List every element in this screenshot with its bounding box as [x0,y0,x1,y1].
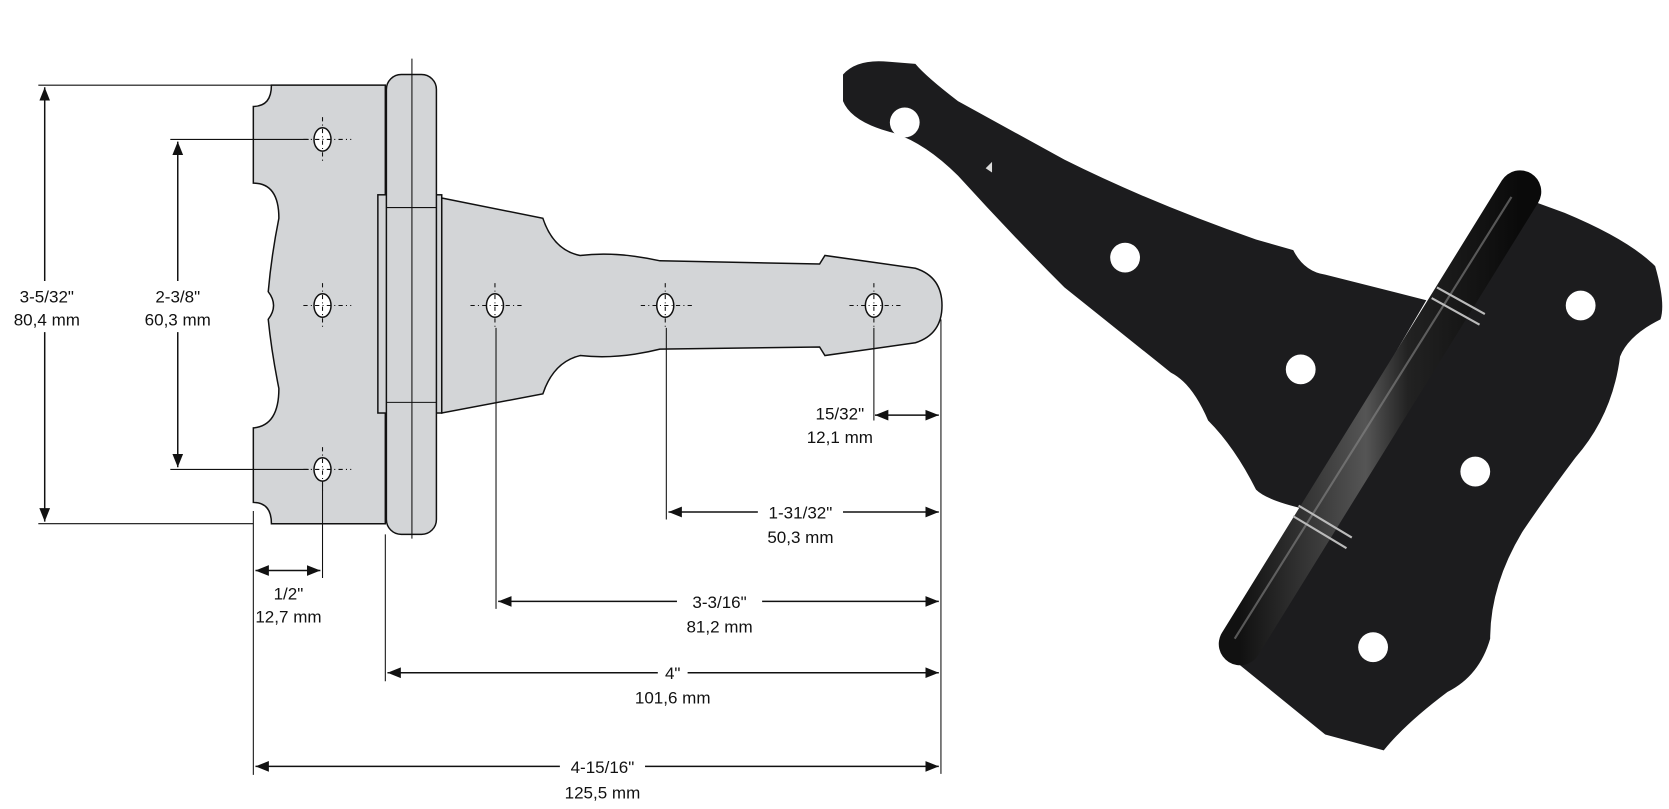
leaf-edge-hole-metric: 12,7 mm [255,608,321,627]
mounting-holes [303,117,901,492]
tip-first-hole-imperial: 3-3/16" [692,593,746,612]
tip-last-hole-metric: 12,1 mm [807,428,873,447]
photo-strap [843,61,1427,509]
photo-barrel [1218,170,1542,666]
photo-holes [889,107,1596,663]
hole-spacing-imperial: 2-3/8" [155,287,200,306]
tip-middle-hole-imperial: 1-31/32" [769,503,833,522]
leaf-edge-hole-imperial: 1/2" [274,584,304,603]
overall-height-metric: 80,4 mm [14,311,80,330]
photo-leaf [1240,189,1663,751]
hole-spacing-metric: 60,3 mm [145,311,211,330]
overall-height-imperial: 3-5/32" [20,287,74,306]
tip-last-hole-imperial: 15/32" [816,404,865,423]
strap-length-imperial: 4" [665,664,681,683]
hinge-technical-drawing: 3-5/32" 80,4 mm 2-3/8" 60,3 mm 15/32" 12… [14,58,943,802]
tip-middle-hole-metric: 50,3 mm [767,528,833,547]
strap-length-metric: 101,6 mm [635,689,711,708]
overall-length-imperial: 4-15/16" [571,758,635,777]
overall-length-metric: 125,5 mm [565,783,641,802]
tip-first-hole-metric: 81,2 mm [686,617,752,636]
black-t-hinge-photo [843,61,1663,751]
